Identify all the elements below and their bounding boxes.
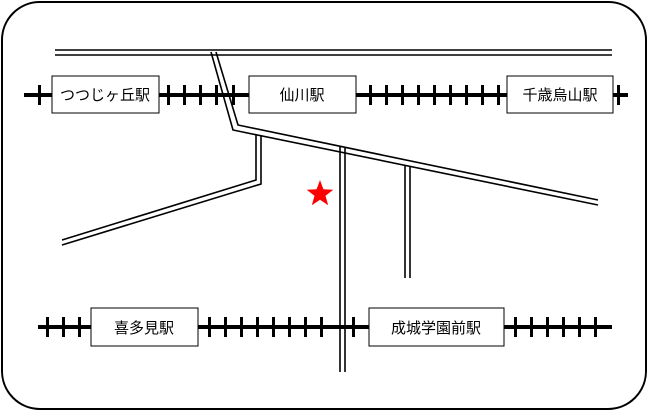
station-sengawa[interactable]: 仙川駅 (248, 75, 357, 114)
road-top (55, 49, 612, 56)
road-west-diagonal (61, 134, 262, 246)
roads (61, 51, 599, 372)
station-tsutsujigaoka[interactable]: つつじヶ丘駅 (51, 75, 160, 114)
station-kitami-label: 喜多見駅 (114, 319, 174, 337)
station-tsutsujigaoka-label: つつじヶ丘駅 (60, 86, 150, 104)
road-vertical-main (339, 147, 346, 372)
destination-star-icon[interactable] (306, 180, 334, 206)
station-seijogakuen-mae-label: 成城学園前駅 (391, 319, 481, 337)
road-vertical-east (404, 166, 411, 278)
railway-bottom (38, 317, 612, 337)
station-chitose-karasuyama[interactable]: 千歳烏山駅 (506, 75, 614, 114)
station-chitose-karasuyama-label: 千歳烏山駅 (522, 86, 597, 104)
station-seijogakuen-mae[interactable]: 成城学園前駅 (368, 307, 505, 347)
station-kitami[interactable]: 喜多見駅 (90, 307, 199, 347)
station-sengawa-label: 仙川駅 (279, 86, 324, 104)
road-sengawa-diagonal (210, 51, 599, 206)
